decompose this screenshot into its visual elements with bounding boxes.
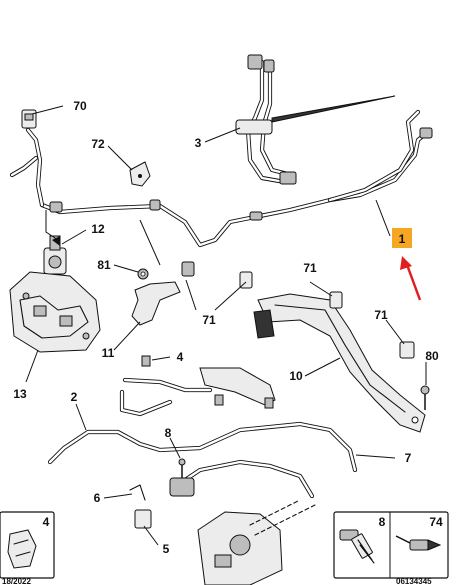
callout-13: 13 xyxy=(13,387,27,401)
footer-right-code: 06134345 xyxy=(396,577,432,585)
part-13-housing xyxy=(9,271,101,353)
callout-8: 8 xyxy=(165,426,172,440)
inset-right: 8 74 06134345 xyxy=(333,511,449,585)
rivet-icon xyxy=(395,535,442,551)
callout-71-a: 71 xyxy=(202,313,216,327)
part-11-bracket xyxy=(131,261,195,326)
bolt-icon xyxy=(339,529,375,564)
inset-left-number: 4 xyxy=(43,515,50,529)
fuel-line-1 xyxy=(9,109,433,248)
leader-lines xyxy=(25,105,427,546)
part-4-rail xyxy=(141,355,276,409)
part-12-sensor xyxy=(43,235,67,275)
part-81-nut xyxy=(137,268,149,280)
part-71-clips xyxy=(239,271,415,359)
callout-72: 72 xyxy=(91,137,105,151)
inset-right-number-8: 8 xyxy=(379,515,386,529)
part-3-pipe-bundle xyxy=(235,54,396,185)
part-10-bracket xyxy=(253,293,426,433)
callout-71-b: 71 xyxy=(303,261,317,275)
callout-1: 1 xyxy=(399,232,406,246)
callout-4: 4 xyxy=(177,350,184,364)
callout-10: 10 xyxy=(289,369,303,383)
part-80-bolt xyxy=(420,385,430,410)
callout-6: 6 xyxy=(94,491,101,505)
callout-81: 81 xyxy=(97,258,111,272)
callout-12: 12 xyxy=(91,222,105,236)
part-6-5-8 xyxy=(129,458,195,529)
callout-5: 5 xyxy=(163,542,170,556)
part-70-clip xyxy=(21,109,37,129)
callout-7: 7 xyxy=(405,451,412,465)
footer-left-code: 18/2022 xyxy=(2,577,31,585)
callout-70: 70 xyxy=(73,99,87,113)
part-7-pipe xyxy=(182,459,315,499)
callout-3: 3 xyxy=(195,136,202,150)
callout-71-c: 71 xyxy=(374,308,388,322)
inset-left: 4 18/2022 xyxy=(0,511,55,585)
highlight-part-1: 1 xyxy=(392,228,422,301)
hp-pump xyxy=(197,499,316,585)
callout-11: 11 xyxy=(102,346,115,360)
red-arrow-icon xyxy=(400,256,412,270)
inset-right-number-74: 74 xyxy=(429,515,443,529)
callout-2: 2 xyxy=(71,390,78,404)
part-72-bracket xyxy=(129,161,151,187)
callout-80: 80 xyxy=(425,349,439,363)
highlight-box xyxy=(392,228,412,248)
part-2-pipe xyxy=(47,377,358,473)
